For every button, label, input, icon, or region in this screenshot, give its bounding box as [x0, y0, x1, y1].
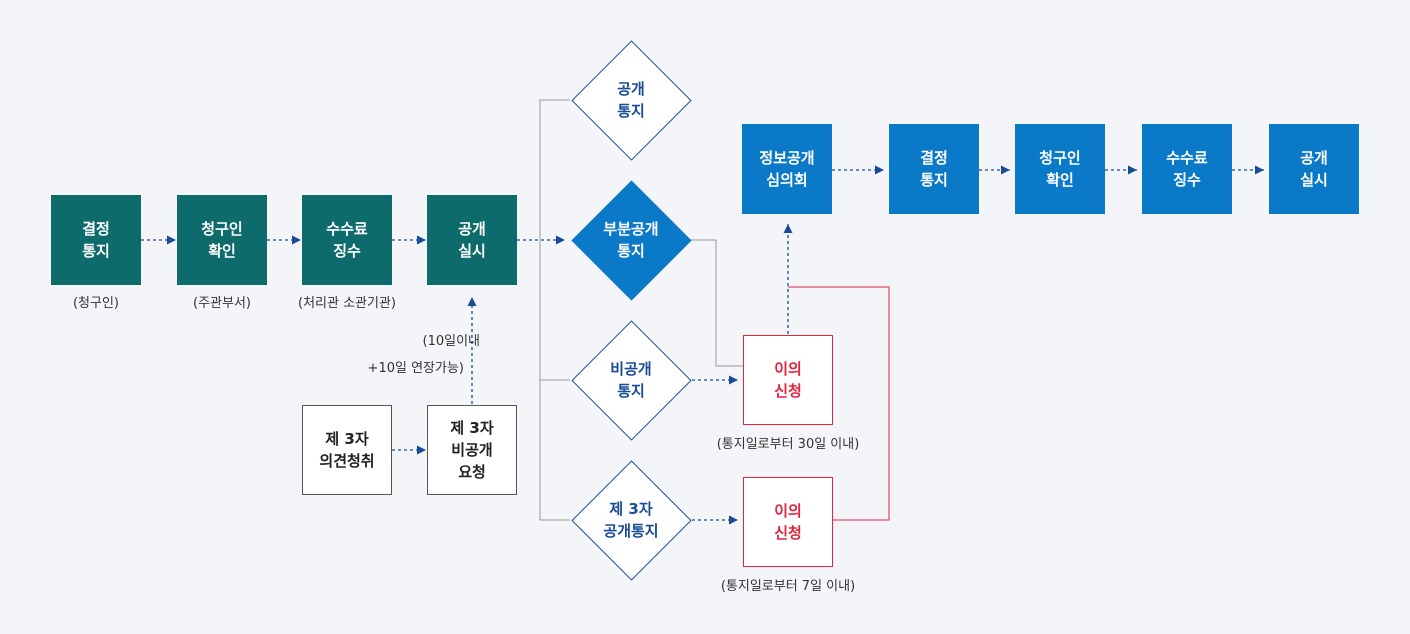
fee-collection-box: 수수료 징수 [302, 195, 392, 285]
nondisclosure-notice-diamond: 비공개 통지 [570, 319, 692, 441]
objection-box-2: 이의 신청 [743, 477, 833, 567]
nondisclosure-notice-label: 비공개 통지 [610, 360, 652, 400]
disclosure-notice-label: 공개 통지 [617, 80, 645, 120]
branch-bracket [539, 99, 570, 521]
third-party-disclosure-notice-diamond: 제 3자 공개통지 [570, 459, 692, 581]
deadline-note-line1: (10일이내 [422, 334, 481, 349]
requester-confirm-caption: (주관부서) [193, 296, 251, 311]
requester-confirm-box: 청구인 확인 [177, 195, 267, 285]
review-disclosure-execution-box: 공개 실시 [1269, 124, 1359, 214]
third-party-disclosure-notice-label: 제 3자 공개통지 [603, 500, 659, 540]
review-requester-confirm-box: 청구인 확인 [1015, 124, 1105, 214]
objection-2-caption: (통지일로부터 7일 이내) [720, 579, 856, 594]
fee-collection-caption: (처리관 소관기관) [298, 296, 396, 311]
partial-disclosure-notice-label: 부분공개 통지 [603, 220, 659, 260]
objection2-red-line [788, 286, 890, 521]
review-fee-collection-box: 수수료 징수 [1142, 124, 1232, 214]
third-party-nondisclosure-request-box: 제 3자 비공개 요청 [427, 405, 517, 495]
partial-to-objection-line [690, 239, 743, 367]
partial-disclosure-notice-diamond: 부분공개 통지 [570, 179, 692, 301]
deadline-note-line2: +10일 연장가능) [367, 361, 464, 376]
disclosure-execution-box: 공개 실시 [427, 195, 517, 285]
decision-notice-caption: (청구인) [72, 296, 120, 311]
review-committee-box: 정보공개 심의회 [742, 124, 832, 214]
review-decision-notice-box: 결정 통지 [889, 124, 979, 214]
disclosure-notice-diamond: 공개 통지 [570, 39, 692, 161]
third-party-opinion-box: 제 3자 의견청취 [302, 405, 392, 495]
decision-notice-box: 결정 통지 [51, 195, 141, 285]
objection-box-1: 이의 신청 [743, 335, 833, 425]
objection-1-caption: (통지일로부터 30일 이내) [716, 437, 860, 452]
